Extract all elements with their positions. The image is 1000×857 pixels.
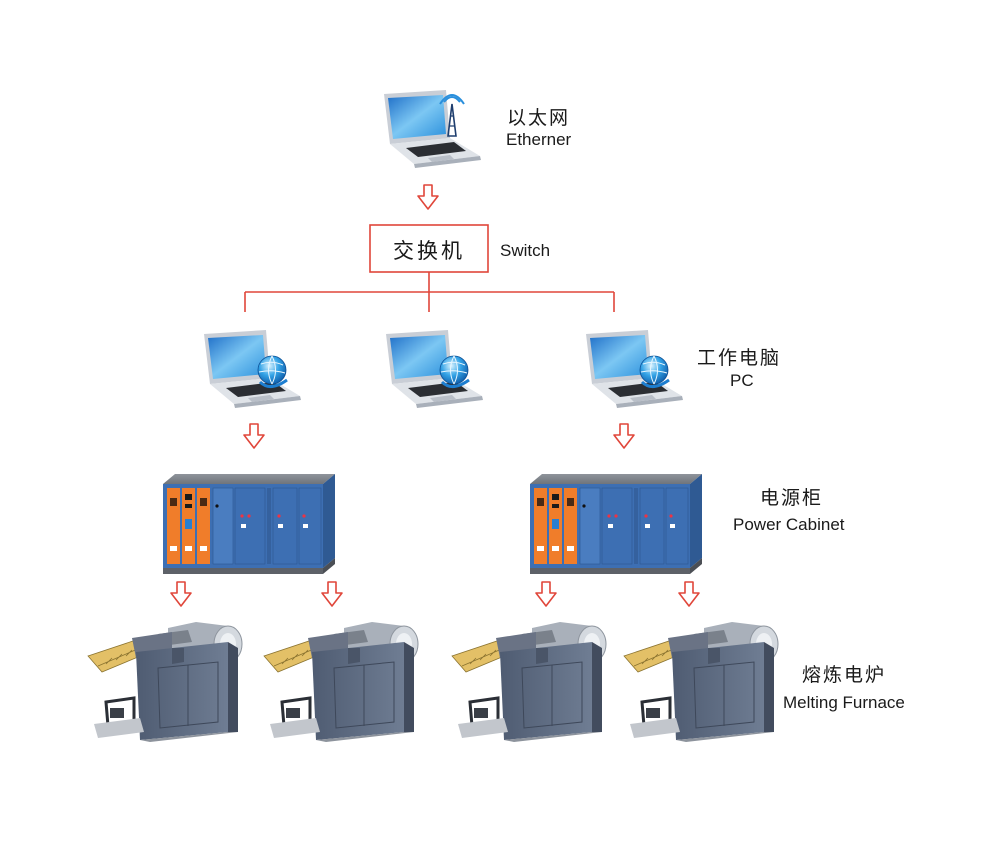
melting-furnace-icon-3	[450, 620, 608, 744]
switch-label-cn: 交换机	[393, 239, 465, 263]
melting-furnace-icon-2	[262, 620, 420, 744]
ethernet-label-en: Etherner	[506, 130, 572, 149]
power-cabinet-label-en: Power Cabinet	[733, 515, 845, 534]
switch-label-en: Switch	[500, 241, 550, 260]
melting-furnace-label-en: Melting Furnace	[783, 693, 905, 712]
arrow-cabinet2-to-furnace3	[535, 581, 557, 607]
ethernet-laptop-icon	[384, 90, 481, 168]
pc-label-en: PC	[730, 371, 754, 390]
arrow-pc1-to-cabinet1	[243, 423, 265, 449]
arrow-cabinet1-to-furnace1	[170, 581, 192, 607]
power-cabinet-icon-1	[162, 473, 336, 575]
power-cabinet-icon-2	[529, 473, 703, 575]
ethernet-label-cn: 以太网	[507, 107, 570, 129]
power-cabinet-label-cn: 电源柜	[760, 487, 823, 509]
pc-label-cn: 工作电脑	[697, 347, 781, 369]
arrow-pc3-to-cabinet2	[613, 423, 635, 449]
pc-laptop-icon-1	[204, 330, 301, 408]
melting-furnace-icon-4	[622, 620, 780, 744]
switch-branch-lines	[244, 272, 615, 312]
melting-furnace-icon-1	[86, 620, 244, 744]
pc-laptop-icon-2	[386, 330, 483, 408]
switch-box	[369, 224, 489, 273]
arrow-cabinet2-to-furnace4	[678, 581, 700, 607]
arrow-cabinet1-to-furnace2	[321, 581, 343, 607]
melting-furnace-label-cn: 熔炼电炉	[802, 664, 886, 686]
pc-laptop-icon-3	[586, 330, 683, 408]
arrow-ethernet-to-switch	[417, 184, 439, 210]
